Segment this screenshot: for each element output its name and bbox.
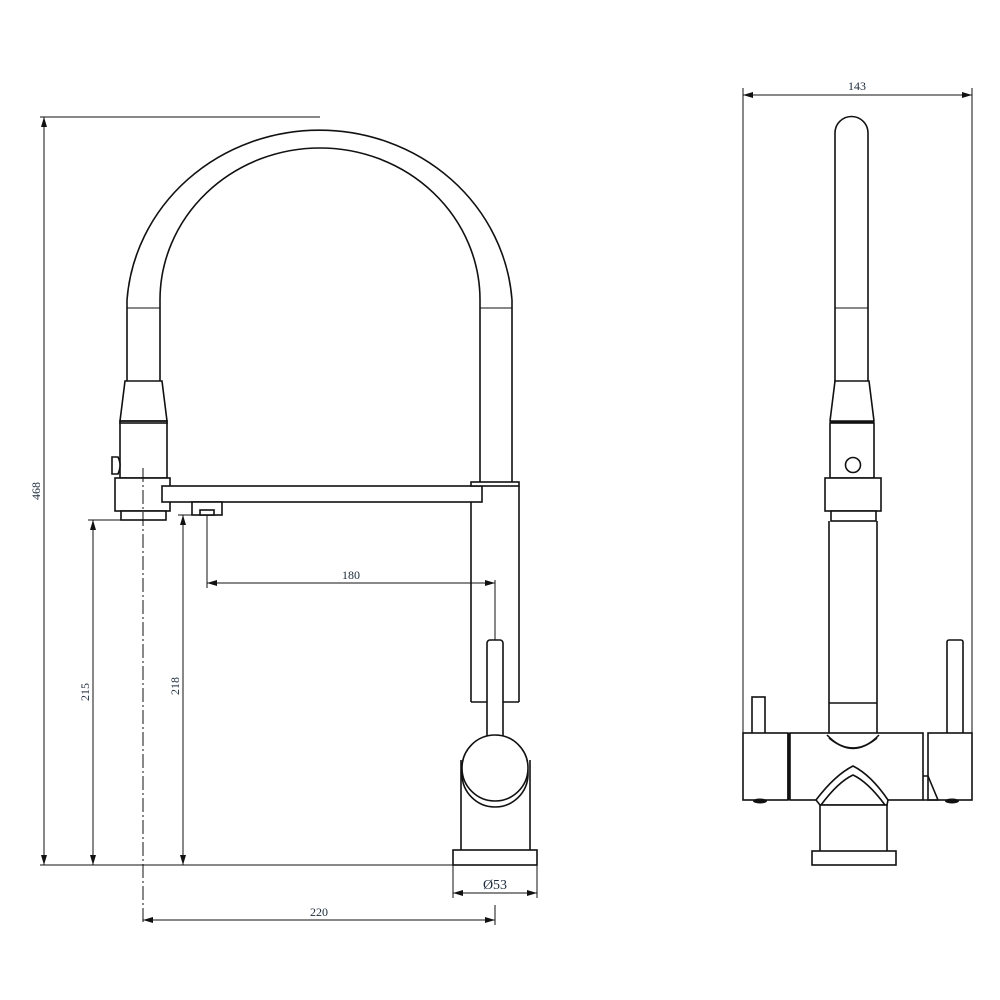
- lever-handle: [486, 639, 504, 741]
- lever-hub: [461, 734, 529, 802]
- dim-head-clearance: 215: [78, 683, 92, 701]
- spray-head-taper: [119, 380, 168, 422]
- hose-arch-outer: [126, 129, 513, 482]
- base-plate: [452, 849, 538, 866]
- body-left-block: [742, 732, 789, 801]
- spout-tube: [834, 115, 869, 385]
- front-head-body: [829, 422, 875, 479]
- front-base-plate: [811, 850, 897, 866]
- front-spray-button: [844, 456, 862, 474]
- spray-button: [111, 456, 121, 475]
- side-dimensions: 468 215 218 180 Ø53 220: [29, 116, 538, 925]
- side-view: [111, 129, 538, 925]
- dim-overall-height: 468: [29, 482, 43, 500]
- front-lever: [946, 639, 964, 735]
- hose-arch-inner: [159, 147, 481, 482]
- dim-outlet-clearance: 218: [168, 677, 182, 695]
- spout-arm: [161, 485, 483, 503]
- dim-spout-reach: 180: [342, 568, 360, 582]
- front-dimensions: 143: [742, 79, 973, 733]
- dim-overall-width: 143: [848, 79, 866, 93]
- front-stem: [819, 804, 888, 853]
- dim-base-diameter: Ø53: [483, 878, 507, 893]
- dim-total-reach: 220: [310, 905, 328, 919]
- filter-knob: [751, 696, 766, 735]
- body-right-block: [927, 732, 973, 801]
- front-view: [742, 115, 973, 866]
